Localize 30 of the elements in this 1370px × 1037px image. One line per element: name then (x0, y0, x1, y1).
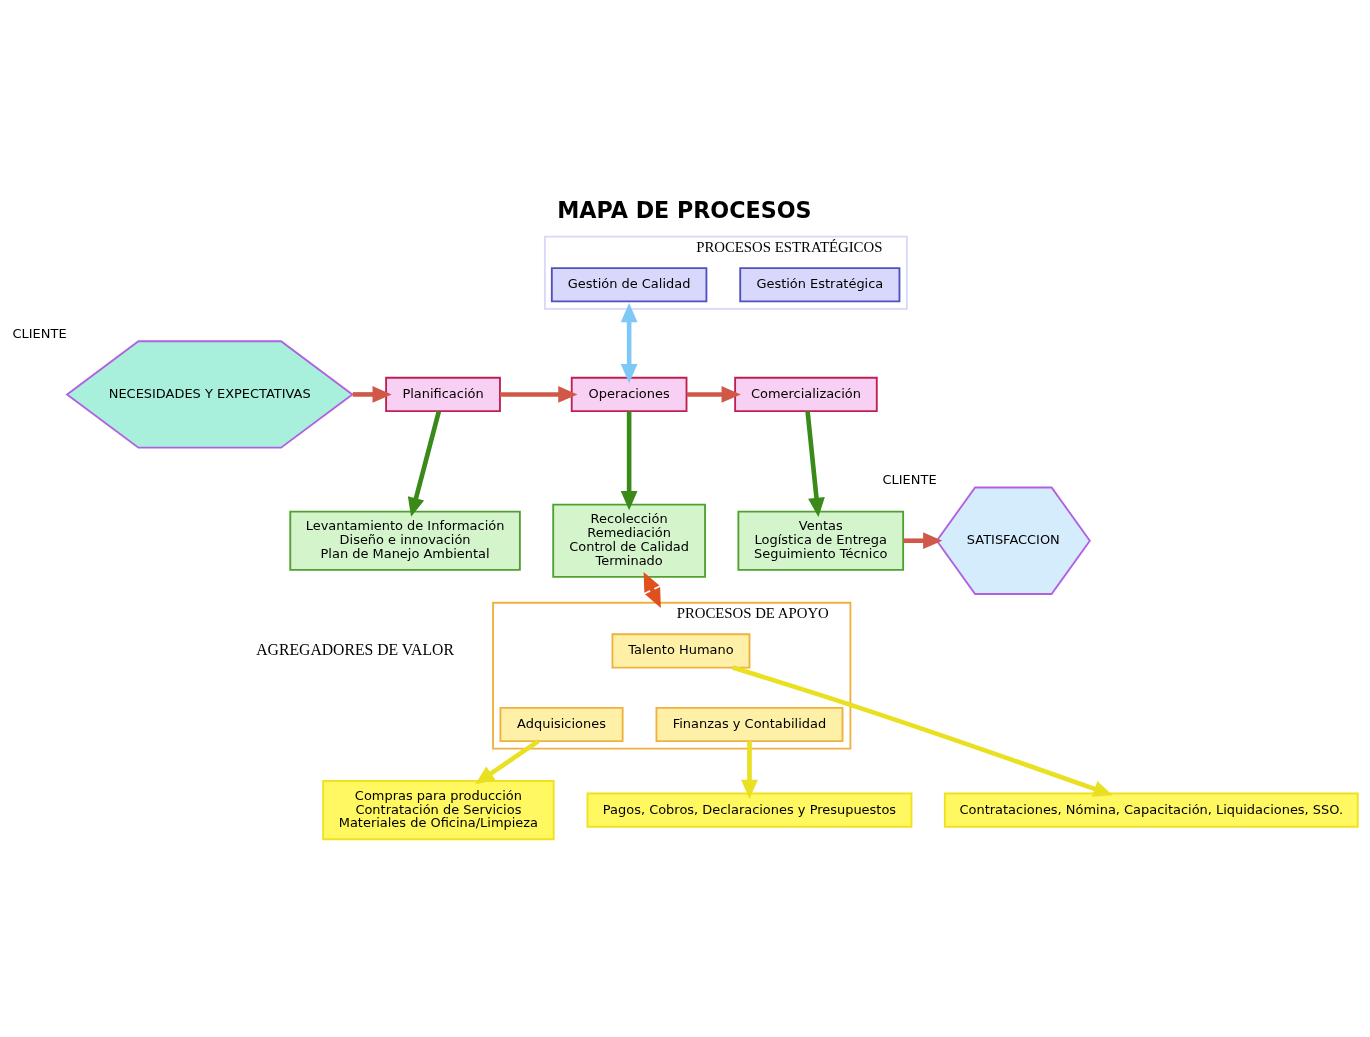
label: AGREGADORES DE VALOR (256, 640, 454, 658)
arrow (686, 386, 741, 403)
node-label: CLIENTE (12, 325, 67, 341)
arrow (903, 532, 943, 550)
arrow (500, 386, 578, 403)
node-box: Adquisiciones (499, 706, 624, 743)
node-box: Contrataciones, Nómina, Capacitación, Liquidaciones, SSO. (943, 792, 1359, 828)
node-box: Pagos, Cobros, Declaraciones y Presupuestos (586, 792, 913, 828)
node-box: Comercialización (734, 376, 878, 413)
arrow (475, 739, 540, 785)
arrow (352, 386, 392, 403)
node-box: Compras para producción Contratación de Servicios Materiales de Oficina/Limpieza (322, 780, 555, 841)
node-box: Gestión Estratégica (739, 267, 901, 303)
arrow (620, 303, 638, 384)
node-box: Planificación (385, 376, 501, 413)
arrow (643, 571, 661, 608)
node-box: Levantamiento de Información Diseño e innovación Plan de Manejo Ambiental (289, 510, 521, 571)
arrow (620, 411, 638, 511)
node-box: Recolección Remediación Control de Calidad Terminado (552, 503, 706, 578)
arrow (407, 410, 442, 517)
node-box: Talento Humano (611, 633, 751, 669)
diagram-title: MAPA DE PROCESOS (557, 197, 812, 224)
node-box: Ventas Logística de Entrega Seguimiento Técnico (737, 510, 905, 571)
arrow (732, 665, 1113, 797)
arrow (741, 741, 758, 799)
node-label: CLIENTE (882, 471, 937, 487)
node-box: Gestión de Calidad (550, 267, 708, 303)
node-box: Operaciones (570, 376, 688, 413)
arrow (805, 411, 825, 518)
node-box: Finanzas y Contabilidad (655, 706, 844, 743)
